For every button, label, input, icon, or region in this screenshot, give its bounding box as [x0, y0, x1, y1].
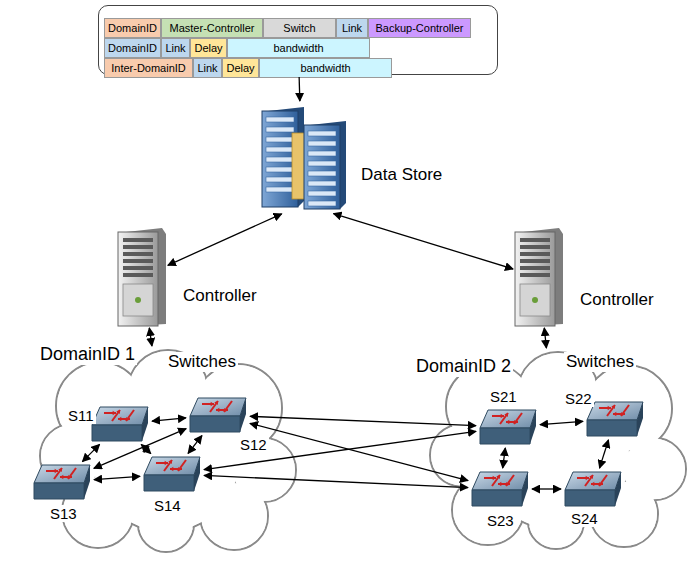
- node-label: Data Store: [361, 165, 442, 185]
- node-label: Controller: [183, 286, 257, 306]
- controller-server: Controller: [118, 228, 166, 326]
- domain-label: DomainID 1: [38, 344, 137, 365]
- table-cell: Delay: [222, 58, 259, 78]
- table-cell: Link: [336, 18, 368, 38]
- domain-label: DomainID 2: [414, 356, 513, 377]
- connector-arrow: [544, 328, 546, 348]
- domain-cloud: DomainID 1SwitchesS11S12S13S14: [38, 348, 296, 553]
- switch-node: S22: [585, 400, 645, 438]
- switch-icon: [142, 455, 202, 493]
- field-name: DomainID: [108, 23, 157, 34]
- switch-node: S13: [32, 463, 92, 501]
- field-name: Inter-DomainID: [111, 63, 186, 74]
- table-cell: Delay: [190, 38, 227, 58]
- table-cell: DomainID: [104, 38, 161, 58]
- switch-label: S12: [238, 436, 269, 453]
- switch-icon: [478, 408, 538, 446]
- field-name: bandwidth: [273, 43, 323, 54]
- table-cell: Switch: [263, 18, 336, 38]
- field-name: Link: [165, 43, 185, 54]
- table-cell: Backup-Controller: [368, 18, 471, 38]
- field-name: Backup-Controller: [375, 23, 463, 34]
- field-name: Delay: [194, 43, 222, 54]
- record-table: DomainIDMaster-ControllerSwitchLinkBacku…: [98, 5, 498, 75]
- switch-node: S11: [90, 405, 150, 443]
- switch-label: S21: [488, 388, 519, 405]
- switch-icon: [90, 405, 150, 443]
- switch-node: S24: [563, 470, 623, 508]
- field-name: DomainID: [108, 43, 157, 54]
- connector-arrow: [333, 214, 513, 269]
- cloud-outline: [428, 350, 686, 550]
- switch-node: S14: [142, 455, 202, 493]
- field-name: Master-Controller: [170, 23, 255, 34]
- connector-arrow: [532, 488, 561, 489]
- connector-arrow: [168, 214, 282, 265]
- switch-node: S12: [188, 396, 248, 434]
- field-name: Switch: [283, 23, 315, 34]
- connector-arrow: [250, 416, 476, 425]
- data-store: Data Store: [258, 103, 348, 213]
- switch-label: S14: [152, 497, 183, 514]
- switch-label: S22: [563, 390, 594, 407]
- switch-icon: [563, 470, 623, 508]
- table-cell: DomainID: [104, 18, 161, 38]
- switch-icon: [188, 396, 248, 434]
- table-cell: Link: [193, 58, 222, 78]
- field-name: Delay: [226, 63, 254, 74]
- switch-icon: [470, 470, 530, 508]
- controller-server: Controller: [515, 228, 563, 326]
- switch-label: S23: [485, 512, 516, 529]
- domain-cloud: DomainID 2SwitchesS21S22S23S24: [428, 350, 686, 550]
- switch-icon: [32, 463, 92, 501]
- switch-node: S23: [470, 470, 530, 508]
- table-cell: bandwidth: [227, 38, 370, 58]
- connector-arrow: [298, 77, 300, 101]
- connector-arrow: [149, 328, 152, 346]
- table-cell: Master-Controller: [161, 18, 263, 38]
- field-name: Link: [342, 23, 362, 34]
- table-cell: bandwidth: [259, 58, 392, 78]
- field-name: Link: [197, 63, 217, 74]
- switch-icon: [585, 400, 645, 438]
- switch-node: S21: [478, 408, 538, 446]
- table-cell: Link: [161, 38, 190, 58]
- server-icon: [515, 228, 563, 326]
- switch-label: S24: [569, 510, 600, 527]
- field-name: bandwidth: [300, 63, 350, 74]
- server-icon: [118, 228, 166, 326]
- table-cell: Inter-DomainID: [104, 58, 193, 78]
- switch-label: S13: [48, 505, 79, 522]
- switch-label: S11: [66, 407, 96, 424]
- group-label: Switches: [564, 352, 636, 372]
- data-store-icon: [258, 103, 348, 213]
- node-label: Controller: [580, 290, 654, 310]
- group-label: Switches: [166, 352, 238, 372]
